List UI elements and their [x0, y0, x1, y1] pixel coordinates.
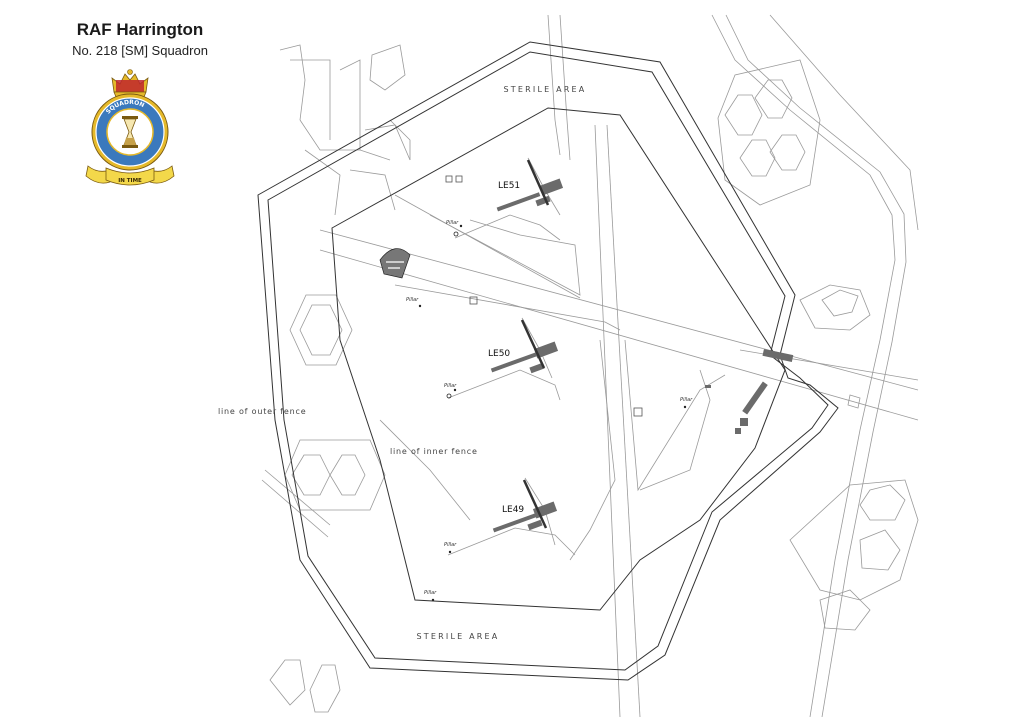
- pillar-label-le49: Pillar: [444, 542, 457, 548]
- main-gate: [735, 348, 861, 434]
- title-block: RAF Harrington No. 218 [SM] Squadron: [55, 20, 225, 58]
- le51-label: LE51: [498, 181, 520, 191]
- motto-ribbon: IN TIME: [85, 165, 175, 186]
- outer-fence-inner-line: [267, 51, 829, 671]
- small-building: [705, 385, 711, 388]
- pillars: Pillar Pillar Pillar: [406, 297, 693, 602]
- badge-motto: IN TIME: [118, 178, 142, 184]
- le50-label: LE50: [488, 349, 510, 359]
- pillar-label-south: Pillar: [424, 590, 437, 596]
- pillar-label-le50: Pillar: [444, 383, 457, 389]
- hut-marker: [469, 296, 478, 305]
- hourglass-icon: [122, 116, 138, 148]
- squadron-badge: SQUADRON IN TIME: [85, 69, 175, 186]
- inner-fence-label: line of inner fence: [390, 447, 478, 456]
- sterile-area-label-top: STERILE AREA: [504, 85, 587, 94]
- sterile-area-label-bottom: STERILE AREA: [417, 632, 500, 641]
- pillar-label-east: Pillar: [680, 397, 693, 403]
- launch-emplacement-le50: LE50 Pillar: [444, 317, 561, 401]
- outer-fence: [257, 41, 839, 681]
- hut-marker-2: [633, 407, 643, 417]
- compound-structure: [379, 248, 411, 279]
- crown-icon: [111, 69, 149, 98]
- outer-fence-label: line of outer fence: [218, 407, 306, 416]
- map-subtitle: No. 218 [SM] Squadron: [72, 43, 208, 58]
- launch-emplacement-le49: LE49 Pillar: [444, 477, 576, 556]
- apron: [379, 194, 726, 561]
- map-title: RAF Harrington: [76, 20, 204, 39]
- inner-fence: [331, 107, 786, 611]
- launch-emplacement-le51: LE51 Pillar: [445, 157, 564, 241]
- pillar-label-west: Pillar: [406, 297, 419, 303]
- le49-label: LE49: [502, 505, 524, 515]
- road-network: [261, 14, 919, 717]
- pillar-label-le51: Pillar: [446, 220, 459, 226]
